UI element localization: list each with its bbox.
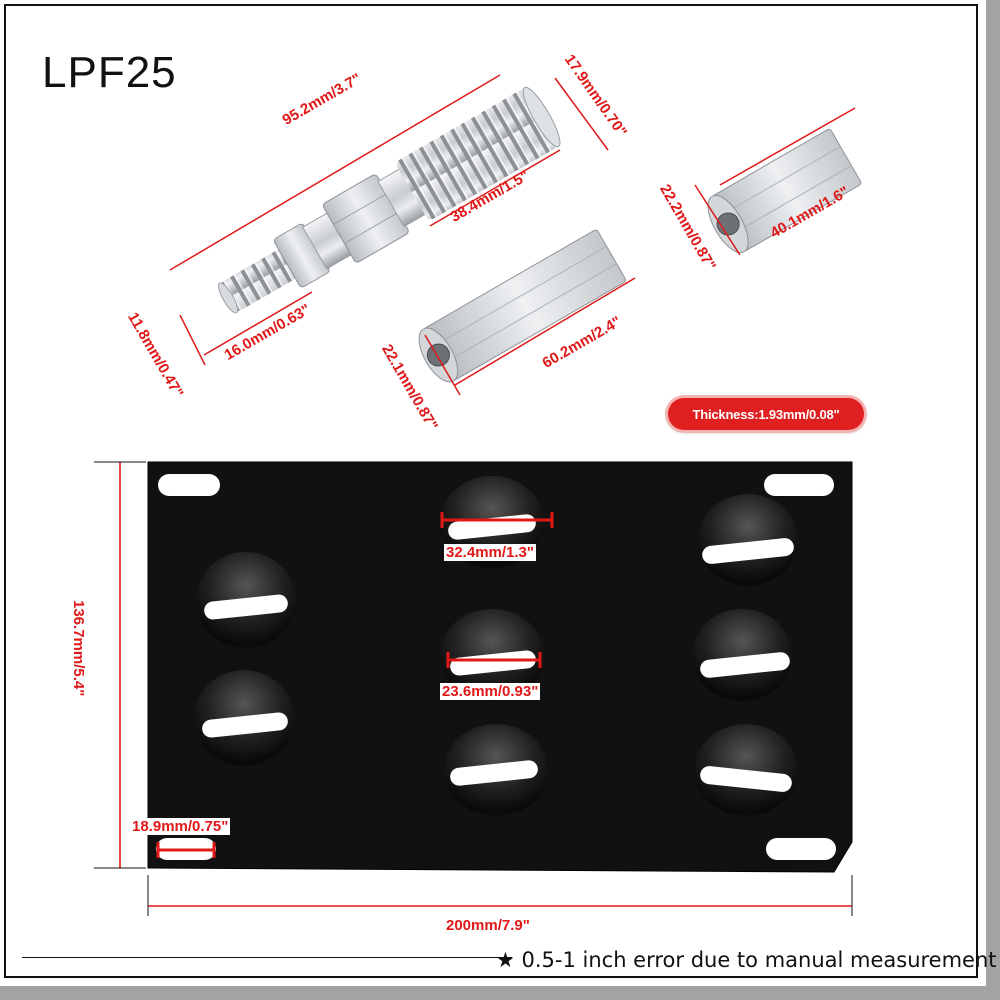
corner-slot-width-label: 18.9mm/0.75"	[130, 818, 231, 835]
short-spacer	[707, 128, 862, 254]
dimple-slot	[440, 609, 544, 701]
bolt-small-thread	[221, 250, 296, 311]
dimple-slot	[692, 609, 792, 701]
corner-slot	[158, 474, 220, 496]
plate-height-label: 136.7mm/5.4"	[70, 600, 87, 697]
license-plate-bracket	[147, 461, 853, 873]
measurement-note: ★ 0.5-1 inch error due to manual measure…	[496, 948, 997, 972]
corner-slot	[766, 838, 836, 860]
slot-top-width-label: 32.4mm/1.3"	[444, 544, 537, 561]
plate-dimension-lines	[94, 461, 853, 916]
bolt-large-thread	[396, 89, 557, 220]
dimple-slot	[194, 670, 294, 766]
dimple-slot	[444, 724, 548, 816]
dimple-slot	[698, 494, 798, 586]
slot-middle-width-label: 23.6mm/0.93"	[440, 683, 541, 700]
extension-bolt	[218, 86, 561, 314]
thickness-badge: Thickness:1.93mm/0.08"	[668, 398, 864, 430]
hardware-dimension-lines	[169, 74, 856, 396]
dimple-slot	[196, 552, 296, 648]
image-border	[4, 4, 978, 978]
long-spacer	[418, 229, 627, 383]
corner-slot	[764, 474, 834, 496]
product-code-title: LPF25	[42, 48, 177, 97]
footer-divider	[22, 957, 512, 958]
dimple-slot	[694, 724, 798, 816]
plate-width-label: 200mm/7.9"	[446, 917, 530, 934]
